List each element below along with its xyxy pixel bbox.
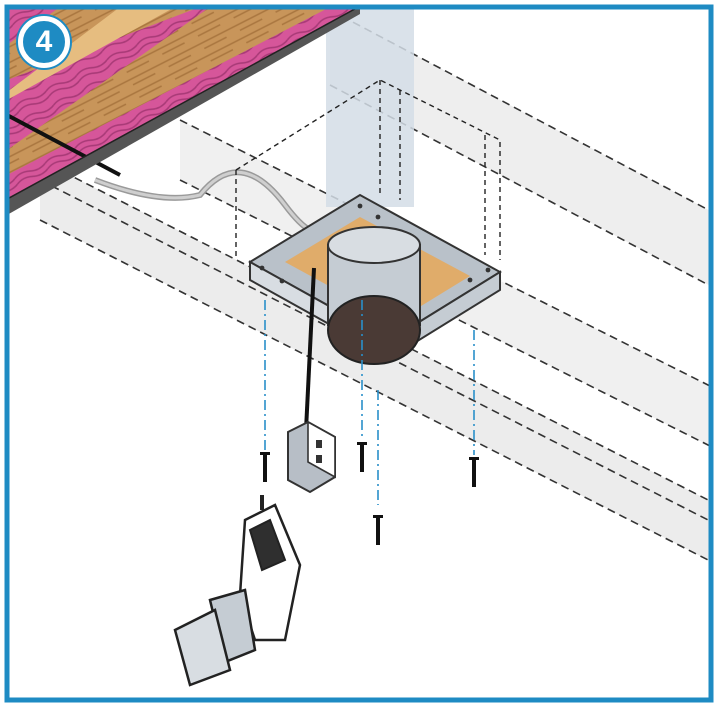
power-drill-icon xyxy=(173,495,302,687)
light-beam xyxy=(326,7,414,207)
outlet-cable xyxy=(304,267,316,431)
screw-guide-lines xyxy=(264,300,475,505)
step-number-badge: 4 xyxy=(18,16,70,68)
screw-icon xyxy=(260,442,479,545)
ceiling-joists xyxy=(7,7,361,215)
ghost-bracket-outline xyxy=(235,79,501,260)
ghost-joist-1 xyxy=(329,9,711,288)
electrical-outlet-icon xyxy=(287,420,336,494)
frame-border xyxy=(4,4,714,703)
duct-cylinder xyxy=(327,226,421,365)
